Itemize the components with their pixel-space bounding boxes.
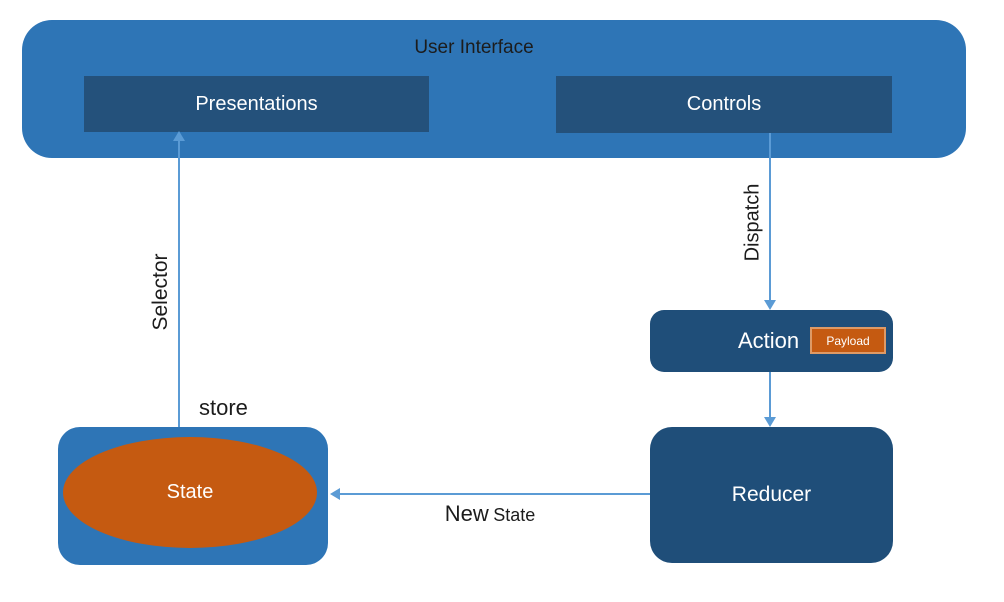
new-state-label-primary: New (444, 501, 489, 526)
controls-box: Controls (556, 76, 892, 133)
controls-label: Controls (686, 93, 762, 115)
store-label: store (199, 395, 248, 420)
user-interface-container: User Interface Presentations Controls (22, 20, 966, 158)
presentations-box: Presentations (84, 76, 429, 132)
dispatch-arrow-line (769, 133, 771, 301)
new-state-edge-label: New State (380, 501, 600, 527)
state-ellipse: State (63, 437, 317, 548)
dispatch-arrowhead-down-icon (764, 300, 776, 310)
payload-badge: Payload (810, 327, 886, 354)
dispatch-edge-label: Dispatch (741, 183, 764, 262)
state-label: State (166, 481, 214, 503)
new-state-arrow-line (340, 493, 650, 495)
reducer-label: Reducer (731, 483, 812, 506)
new-state-label-secondary: State (493, 505, 536, 525)
user-interface-title: User Interface (414, 37, 534, 58)
action-label: Action (738, 328, 800, 353)
action-to-reducer-arrow-line (769, 372, 771, 418)
action-to-reducer-arrowhead-down-icon (764, 417, 776, 427)
selector-arrow-line (178, 140, 180, 427)
selector-arrowhead-up-icon (173, 131, 185, 141)
presentations-label: Presentations (195, 92, 318, 115)
store-box: State (58, 427, 328, 565)
selector-edge-label: Selector (149, 253, 172, 331)
action-box: Action Payload (650, 310, 893, 372)
reducer-box: Reducer (650, 427, 893, 563)
new-state-arrowhead-left-icon (330, 488, 340, 500)
